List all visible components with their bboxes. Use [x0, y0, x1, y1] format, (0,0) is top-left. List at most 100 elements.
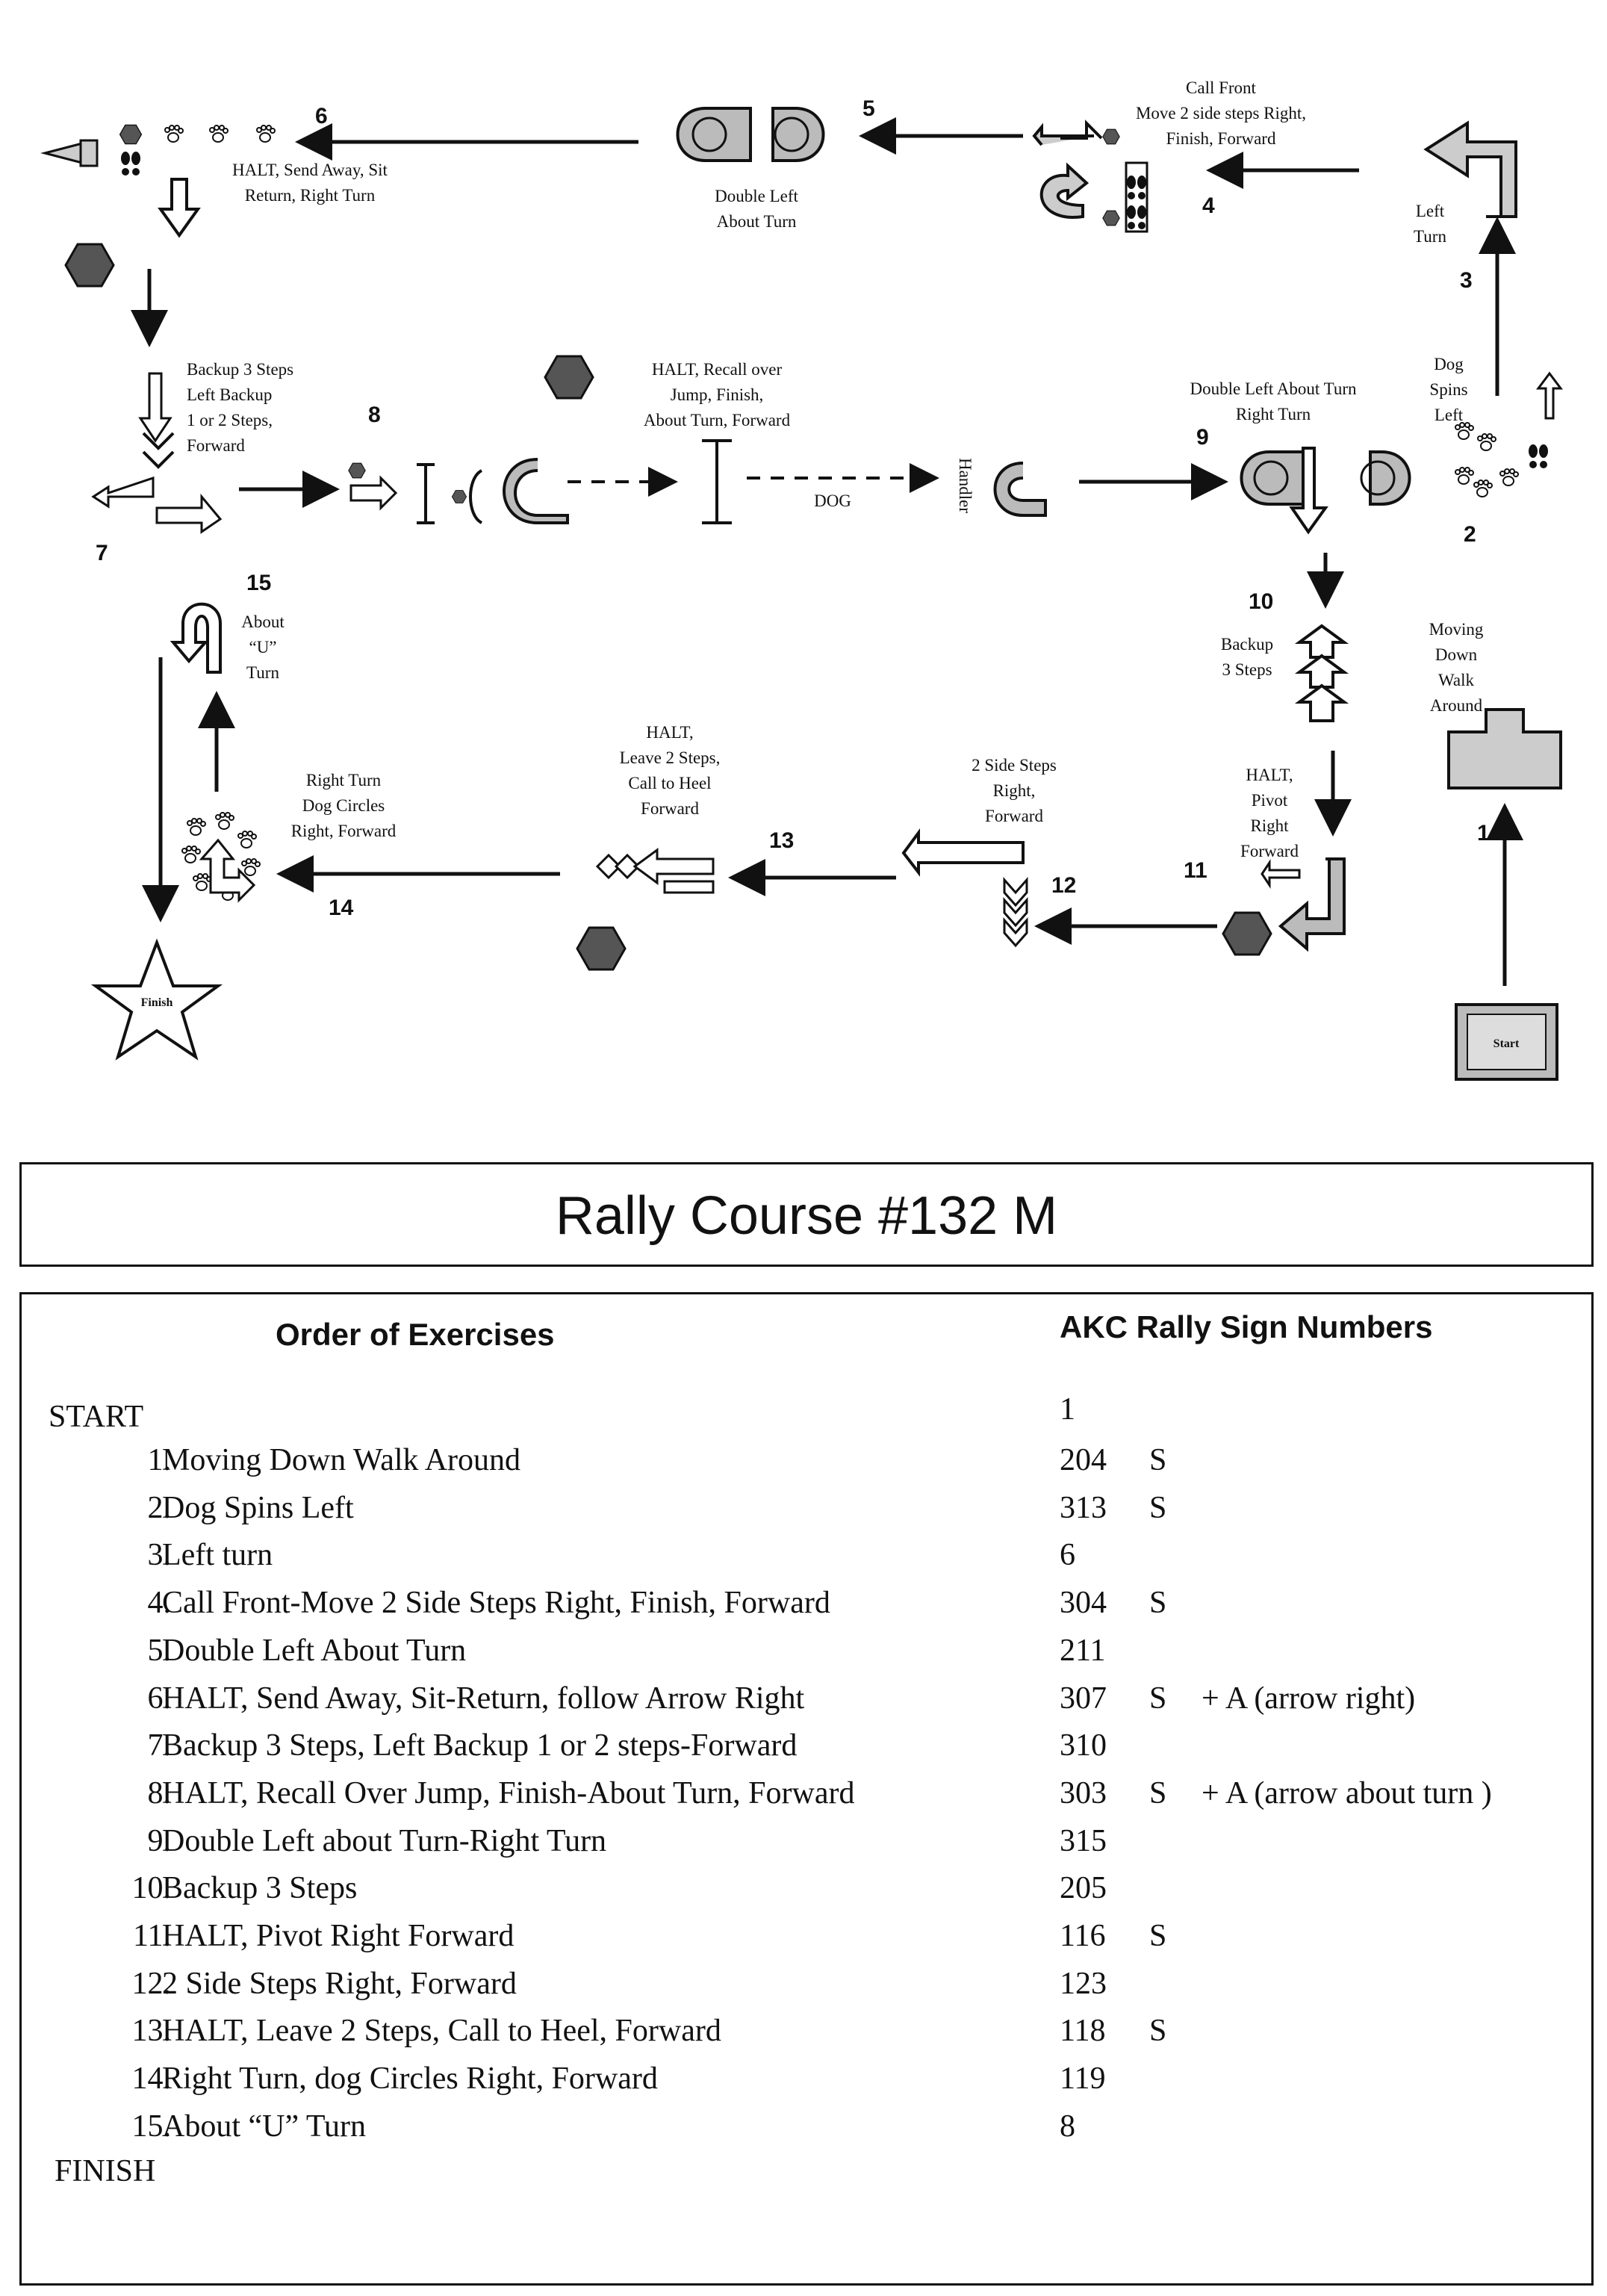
sign-4-call-front-icon — [1032, 120, 1148, 233]
course-title: Rally Course #132 M — [555, 1186, 1058, 1246]
sign-note: + A (arrow about turn ) — [1202, 1775, 1492, 1811]
station-number-9: 9 — [1196, 425, 1209, 450]
station-number-8: 8 — [368, 403, 381, 427]
exercise-number: 6. — [147, 1681, 172, 1716]
sign-number: 118 — [1060, 2014, 1106, 2049]
course-path — [131, 117, 1523, 986]
sign-number: 313 — [1060, 1490, 1107, 1525]
dog-path-label: DOG — [814, 491, 851, 510]
finish-row-label: FINISH — [55, 2154, 156, 2188]
exercise-name: Right Turn, dog Circles Right, Forward — [162, 2061, 658, 2097]
exercise-name: HALT, Leave 2 Steps, Call to Heel, Forwa… — [162, 2014, 721, 2049]
station-number-6: 6 — [315, 104, 328, 128]
exercise-name: Backup 3 Steps — [162, 1871, 358, 1906]
station-number-5: 5 — [862, 96, 875, 121]
sign-10-backup-icon — [1294, 624, 1349, 722]
sign-13-call-to-heel-icon — [576, 848, 715, 971]
exercise-name: HALT, Pivot Right Forward — [162, 1919, 515, 1953]
order-of-exercises-header: Order of Exercises — [276, 1317, 555, 1352]
sign-14-dog-circles-right-icon — [181, 812, 261, 903]
sign-number: 205 — [1060, 1871, 1107, 1906]
sign-15-u-turn-icon — [170, 602, 222, 674]
sign-number: 304 — [1060, 1586, 1107, 1621]
sign-number: 307 — [1060, 1681, 1107, 1716]
exercise-row: 7.Backup 3 Steps, Left Backup 1 or 2 ste… — [22, 1728, 1590, 1772]
exercise-name: HALT, Send Away, Sit-Return, follow Arro… — [162, 1681, 805, 1716]
exercise-table: Order of Exercises AKC Rally Sign Number… — [19, 1292, 1594, 2286]
sign-3-left-turn-icon — [1423, 120, 1517, 218]
exercise-number: 5. — [147, 1633, 172, 1668]
exercise-number: 15. — [131, 2109, 172, 2144]
start-row-sign: 1 — [1060, 1392, 1075, 1427]
sign-12-side-steps-icon — [901, 828, 1028, 948]
exercise-row: 14.Right Turn, dog Circles Right, Forwar… — [22, 2061, 1590, 2106]
finish-label: Finish — [141, 996, 173, 1009]
exercise-number: 12. — [131, 1966, 172, 2001]
exercise-name: Backup 3 Steps, Left Backup 1 or 2 steps… — [162, 1728, 798, 1763]
exercise-row: 6.HALT, Send Away, Sit-Return, follow Ar… — [22, 1681, 1590, 1725]
dog-path — [568, 463, 939, 497]
start-sign: Start — [1455, 1003, 1558, 1081]
station-number-1: 1 — [1477, 821, 1490, 846]
station-number-2: 2 — [1464, 522, 1476, 547]
sign-number: 204 — [1060, 1443, 1107, 1477]
station-label-15: About“U”Turn — [241, 612, 285, 682]
station-number-10: 10 — [1249, 589, 1273, 614]
sign-number: 123 — [1060, 1966, 1107, 2001]
station-number-7: 7 — [96, 541, 108, 565]
exercise-name: Double Left About Turn — [162, 1633, 467, 1668]
sign-9-double-left-about-turn-right-icon — [1240, 447, 1411, 535]
exercise-number: 8. — [147, 1775, 172, 1811]
course-title-box: Rally Course #132 M — [19, 1162, 1594, 1267]
sign-number: 315 — [1060, 1823, 1107, 1858]
start-row-label: START — [49, 1400, 144, 1434]
sign-11-pivot-right-icon — [1222, 857, 1346, 956]
sign-number: 211 — [1060, 1633, 1106, 1668]
sign-numbers-header: AKC Rally Sign Numbers — [1060, 1309, 1433, 1344]
station-number-4: 4 — [1202, 193, 1215, 218]
handler-label: Handler — [956, 458, 975, 513]
exercise-row: 8.HALT, Recall Over Jump, Finish-About T… — [22, 1775, 1590, 1820]
sign-s-flag: S — [1149, 1775, 1167, 1811]
exercise-name: Double Left about Turn-Right Turn — [162, 1823, 607, 1858]
sign-s-flag: S — [1149, 1443, 1167, 1477]
exercise-number: 7. — [147, 1728, 172, 1763]
sign-7-backup-icon — [91, 372, 223, 534]
exercise-number: 10. — [131, 1871, 172, 1906]
start-label: Start — [1493, 1037, 1520, 1050]
station-number-15: 15 — [246, 571, 271, 595]
sign-1-moving-down-icon — [1447, 708, 1562, 789]
exercise-number: 11. — [133, 1919, 171, 1953]
exercise-number: 4. — [147, 1586, 172, 1621]
sign-number: 310 — [1060, 1728, 1107, 1763]
exercise-row: 5.Double Left About Turn 211 — [22, 1633, 1590, 1678]
sign-number: 119 — [1060, 2061, 1106, 2097]
sign-number: 303 — [1060, 1775, 1107, 1811]
station-numbers: 1 2 3 4 5 6 7 8 9 10 11 12 13 14 15 — [96, 96, 1490, 920]
exercise-name: Left turn — [162, 1538, 273, 1573]
station-number-3: 3 — [1460, 268, 1473, 293]
exercise-name: Dog Spins Left — [162, 1490, 354, 1525]
sign-s-flag: S — [1149, 1490, 1167, 1525]
sign-s-flag: S — [1149, 2014, 1167, 2049]
exercise-row: 10.Backup 3 Steps 205 — [22, 1870, 1590, 1915]
sign-5-double-left-about-turn-icon — [676, 107, 825, 162]
